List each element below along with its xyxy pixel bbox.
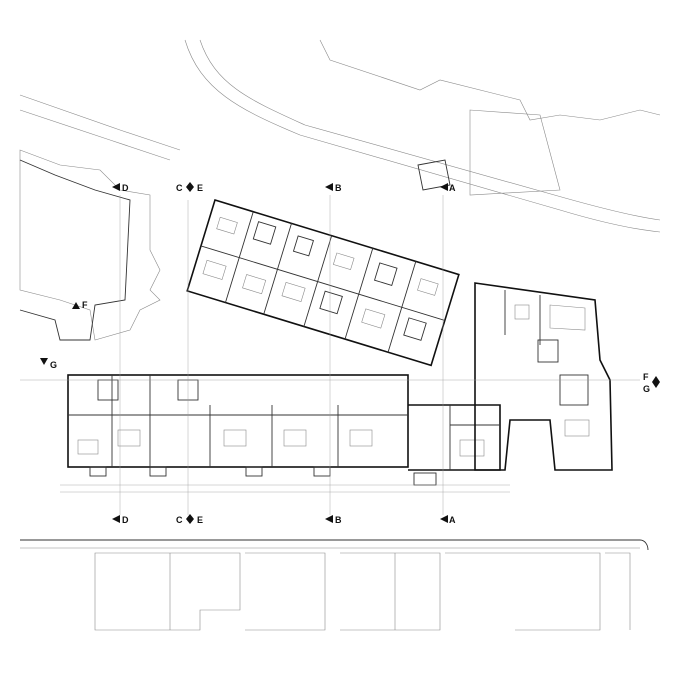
upper-rotated-wing [186, 199, 460, 367]
section-label-a-top: A [449, 183, 456, 193]
east-block [474, 282, 613, 471]
section-arrow-icon [440, 515, 448, 523]
section-label-d-bottom: D [122, 515, 129, 525]
section-label-e-top: E [197, 183, 203, 193]
north-context [19, 39, 661, 341]
section-label-d-top: D [122, 183, 129, 193]
section-arrow-icon [440, 183, 448, 191]
section-label-c-top: C [176, 183, 183, 193]
south-context [20, 539, 649, 631]
section-label-b-top: B [335, 183, 342, 193]
section-markers-left: F G [40, 300, 88, 370]
section-markers-top: D C E B A [112, 182, 456, 193]
section-label-f-right: F [643, 372, 649, 382]
grid-lines [20, 195, 640, 515]
section-arrow-icon [325, 515, 333, 523]
section-arrow-icon [112, 183, 120, 191]
section-label-f-left: F [82, 300, 88, 310]
section-label-b-bottom: B [335, 515, 342, 525]
section-arrow-icon [112, 515, 120, 523]
section-arrow-icon [72, 302, 80, 309]
section-diamond-icon [186, 514, 194, 524]
section-label-g-right: G [643, 384, 650, 394]
section-label-c-bottom: C [176, 515, 183, 525]
lower-main-block [67, 374, 501, 486]
section-markers-right: F G [643, 372, 660, 394]
section-arrow-icon [40, 358, 48, 365]
section-label-e-bottom: E [197, 515, 203, 525]
section-label-a-bottom: A [449, 515, 456, 525]
section-label-g-left: G [50, 360, 57, 370]
section-markers-bottom: D C E B A [112, 514, 456, 525]
section-diamond-icon [652, 376, 660, 388]
section-diamond-icon [186, 182, 194, 192]
section-arrow-icon [325, 183, 333, 191]
